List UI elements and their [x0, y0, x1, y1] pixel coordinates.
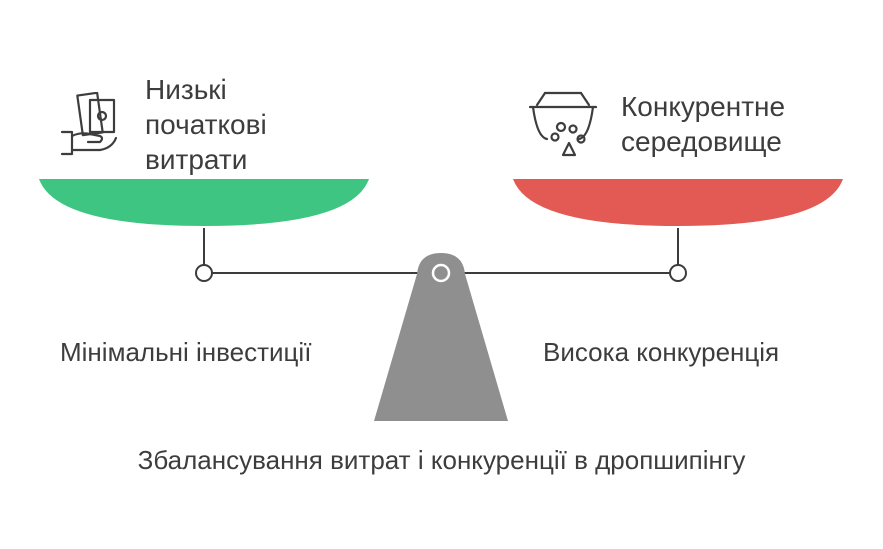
- right-pan: [513, 179, 843, 226]
- left-pan: [39, 179, 369, 226]
- fulcrum: [374, 253, 508, 421]
- basket-with-paw-icon: [528, 91, 598, 157]
- left-beam-joint: [195, 264, 213, 282]
- diagram-caption: Збалансування витрат і конкуренції в дро…: [137, 445, 746, 475]
- right-caption: Висока конкуренція: [543, 337, 780, 367]
- right-beam-joint: [669, 264, 687, 282]
- left-title: Низькі початкові витрати: [145, 74, 267, 175]
- right-title: Конкурентне середовище: [621, 91, 786, 157]
- left-caption: Мінімальні інвестиції: [60, 337, 312, 367]
- pivot-joint: [431, 263, 451, 283]
- cash-in-hand-icon: [60, 92, 118, 156]
